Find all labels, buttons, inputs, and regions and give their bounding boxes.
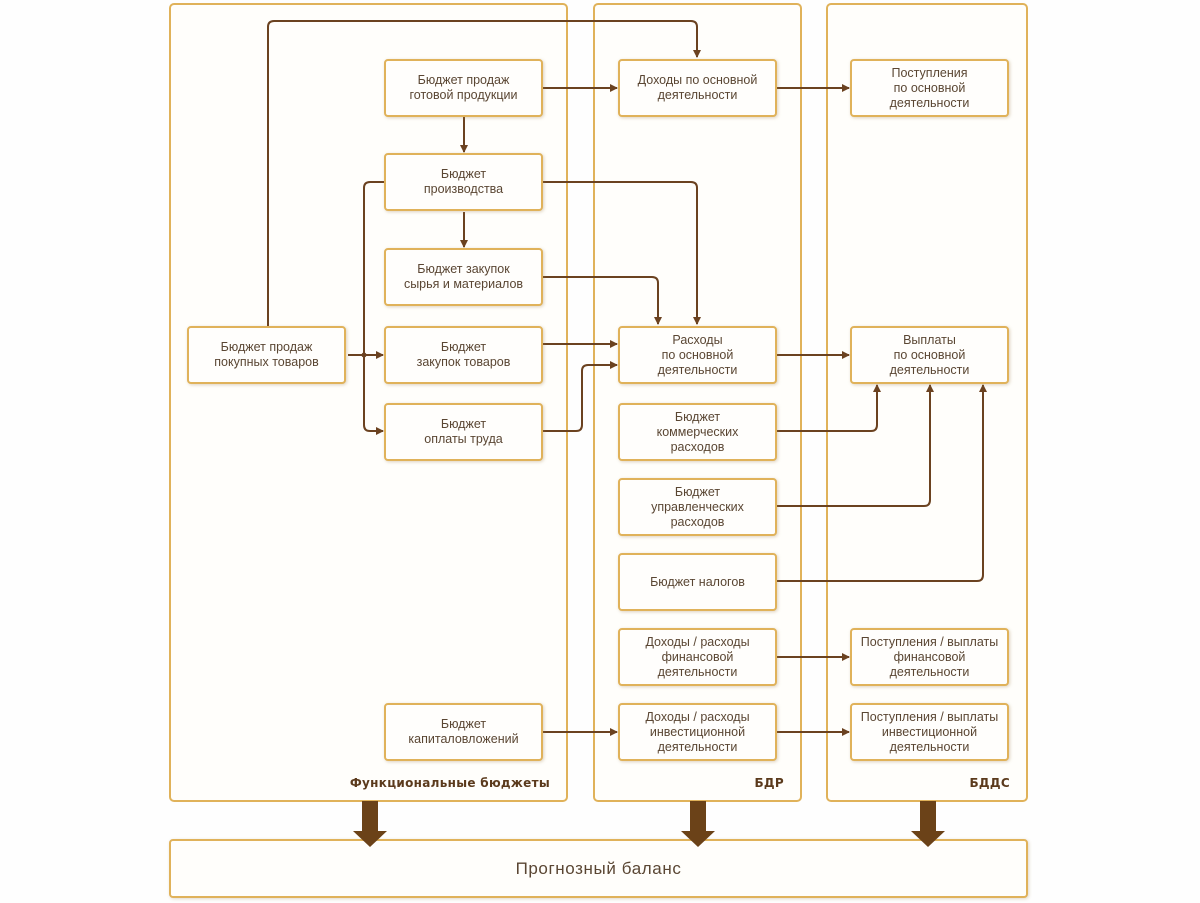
- node-operating-receipts: Поступления по основной деятельности: [850, 59, 1009, 117]
- node-operating-payments: Выплаты по основной деятельности: [850, 326, 1009, 384]
- node-goods-purchases: Бюджет закупок товаров: [384, 326, 543, 384]
- node-taxes-budget: Бюджет налогов: [618, 553, 777, 611]
- node-commercial-expenses: Бюджет коммерческих расходов: [618, 403, 777, 461]
- panel-label-bdds: БДДС: [969, 776, 1010, 790]
- node-capex-budget: Бюджет капиталовложений: [384, 703, 543, 761]
- node-production-budget: Бюджет производства: [384, 153, 543, 211]
- node-operating-expenses: Расходы по основной деятельности: [618, 326, 777, 384]
- panel-label-functional: Функциональные бюджеты: [349, 776, 550, 790]
- panel-label-bdr: БДР: [754, 776, 784, 790]
- node-sales-finished-goods: Бюджет продаж готовой продукции: [384, 59, 543, 117]
- node-financial-income-expenses: Доходы / расходы финансовой деятельности: [618, 628, 777, 686]
- big-arrow-bdds-to-balance: [911, 801, 945, 847]
- node-investment-flows: Поступления / выплаты инвестиционной дея…: [850, 703, 1009, 761]
- big-arrow-functional-to-balance: [353, 801, 387, 847]
- forecast-balance-box: Прогнозный баланс: [169, 839, 1028, 898]
- node-raw-materials-purchases: Бюджет закупок сырья и материалов: [384, 248, 543, 306]
- node-financial-flows: Поступления / выплаты финансовой деятель…: [850, 628, 1009, 686]
- node-investment-income-expenses: Доходы / расходы инвестиционной деятельн…: [618, 703, 777, 761]
- node-sales-purchased-goods: Бюджет продаж покупных товаров: [187, 326, 346, 384]
- node-payroll-budget: Бюджет оплаты труда: [384, 403, 543, 461]
- node-operating-income: Доходы по основной деятельности: [618, 59, 777, 117]
- big-arrow-bdr-to-balance: [681, 801, 715, 847]
- node-admin-expenses: Бюджет управленческих расходов: [618, 478, 777, 536]
